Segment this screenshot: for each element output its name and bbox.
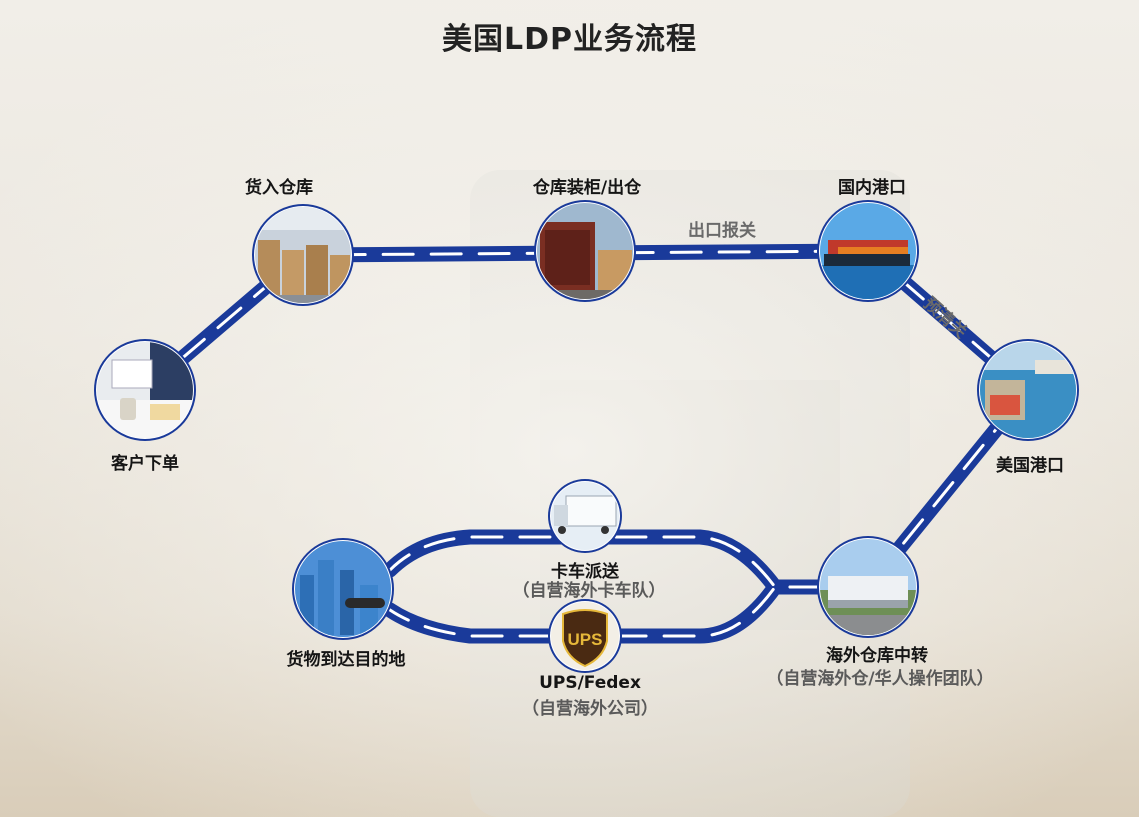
- office-desk-icon: [97, 342, 193, 438]
- node-domestic-port: [817, 200, 919, 302]
- edge-export-clearance: 出口报关: [688, 221, 756, 241]
- node-destination: [292, 538, 394, 640]
- label-warehouse-in: 货入仓库: [245, 178, 313, 198]
- label-ups-fedex-note: （自营海外公司）: [522, 699, 658, 719]
- label-us-port: 美国港口: [996, 456, 1064, 476]
- label-truck-delivery: 卡车派送: [551, 562, 619, 582]
- node-ups-fedex: UPS: [548, 599, 622, 673]
- ups-logo-text: UPS: [568, 630, 603, 649]
- warehouse-boxes-icon: [255, 207, 351, 303]
- page-title: 美国LDP业务流程: [441, 22, 697, 57]
- harbor-city-icon: [980, 342, 1076, 438]
- label-truck-delivery-note: （自营海外卡车队）: [512, 581, 666, 601]
- label-overseas-warehouse-note: （自营海外仓/华人操作团队）: [766, 669, 994, 689]
- truck-icon: [551, 482, 619, 550]
- label-domestic-port: 国内港口: [838, 178, 906, 198]
- city-handshake-icon: [295, 541, 391, 637]
- node-overseas-warehouse: [817, 536, 919, 638]
- label-ups-fedex: UPS/Fedex: [539, 673, 641, 693]
- label-container-load: 仓库装柜/出仓: [532, 178, 642, 198]
- label-customer-order: 客户下单: [111, 454, 179, 474]
- shipping-container-icon: [537, 203, 633, 299]
- node-customer-order: [94, 339, 196, 441]
- cargo-ship-icon: [820, 203, 916, 299]
- node-us-port: [977, 339, 1079, 441]
- node-truck-delivery: [548, 479, 622, 553]
- label-overseas-warehouse: 海外仓库中转: [826, 646, 928, 666]
- ups-shield-icon: UPS: [562, 609, 608, 668]
- node-warehouse-in: [252, 204, 354, 306]
- node-container-load: [534, 200, 636, 302]
- label-destination: 货物到达目的地: [286, 650, 406, 670]
